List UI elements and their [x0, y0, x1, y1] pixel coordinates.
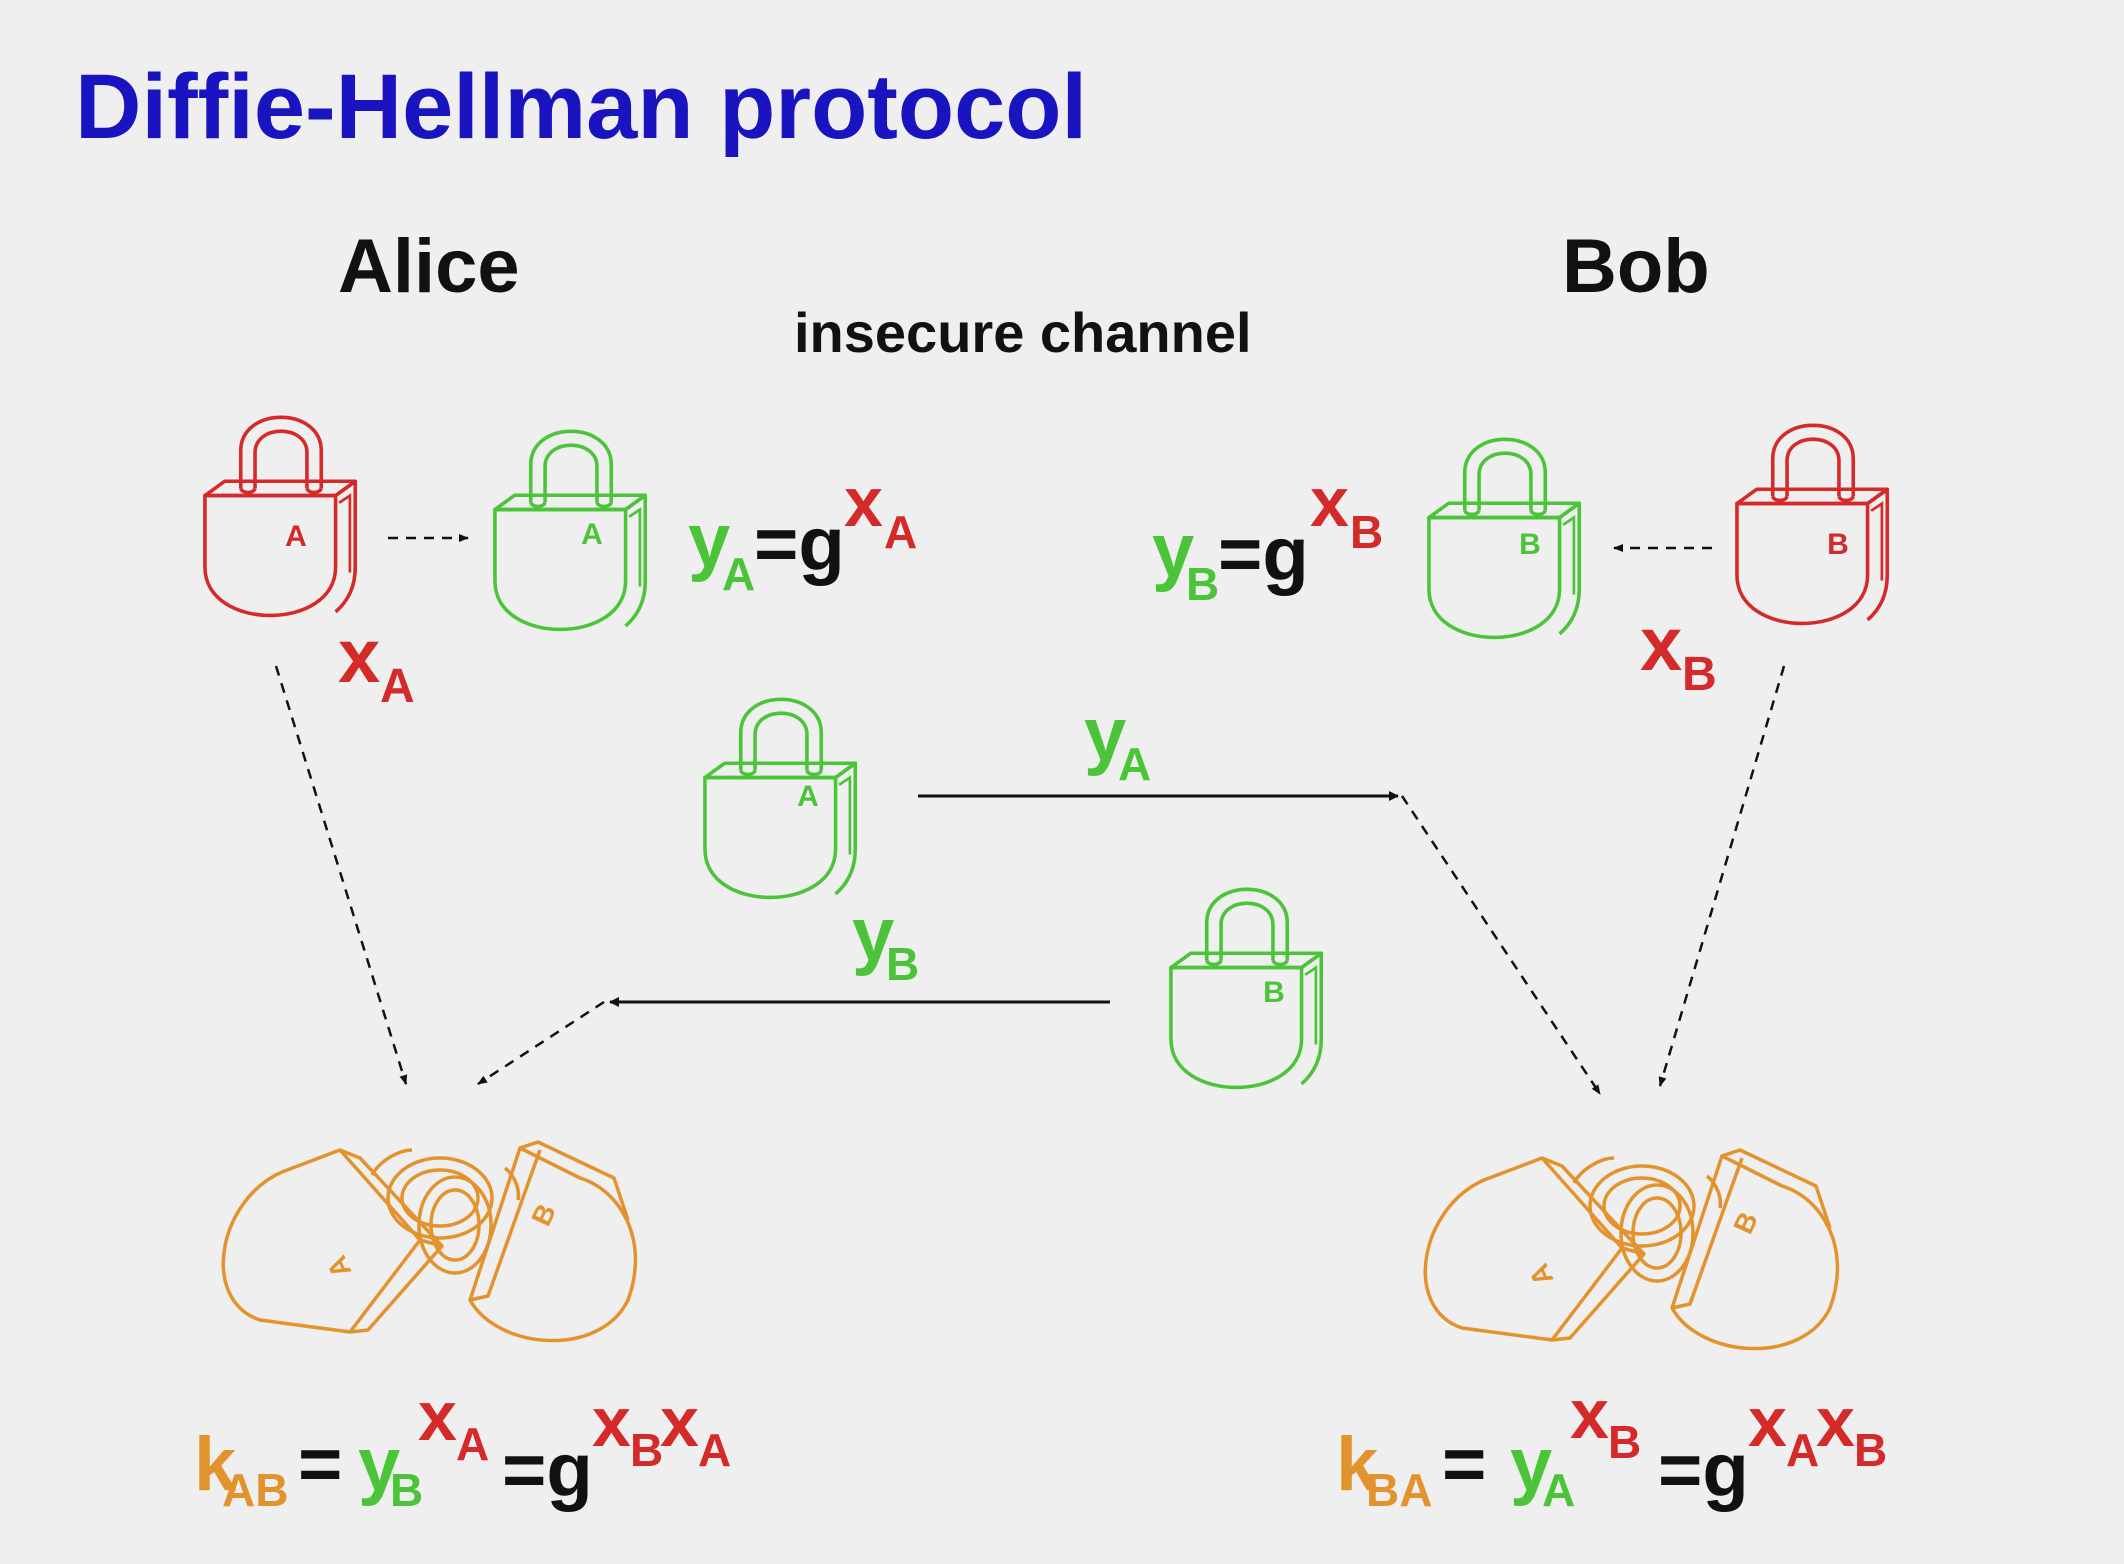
- svg-text:x: x: [1570, 1375, 1609, 1453]
- svg-text:=: =: [1442, 1422, 1486, 1507]
- bob-private-lock-letter: B: [1827, 528, 1849, 561]
- svg-text:=g: =g: [1218, 512, 1309, 597]
- bob-private-lock: B: [1735, 423, 1890, 626]
- bob-received-to-key-arrow: [1400, 795, 1602, 1095]
- svg-text:k: k: [1336, 1422, 1379, 1507]
- svg-text:=g: =g: [754, 502, 845, 587]
- svg-text:A: A: [722, 548, 755, 600]
- svg-text:A: A: [698, 1424, 731, 1476]
- alice-public-lock-letter: A: [581, 518, 603, 551]
- svg-text:A: A: [1542, 1464, 1575, 1516]
- bob-joined-lock-a-letter: A: [1523, 1259, 1560, 1290]
- alice-shared-key-formula: k AB = y B x A =g x B x A: [194, 1377, 731, 1516]
- bob-public-lock: B: [1427, 437, 1582, 640]
- svg-text:A: A: [456, 1418, 489, 1470]
- svg-text:x: x: [1640, 602, 1682, 687]
- alice-private-lock: A: [203, 415, 358, 618]
- svg-text:A: A: [884, 506, 917, 558]
- sent-lock-bob-letter: B: [1263, 976, 1285, 1009]
- alice-private-lock-letter: A: [285, 520, 307, 553]
- alice-joined-lock-a-letter: A: [321, 1251, 358, 1282]
- svg-text:B: B: [1682, 648, 1717, 701]
- bob-public-lock-letter: B: [1519, 528, 1541, 561]
- alice-received-to-key-arrow: [477, 1000, 605, 1086]
- svg-text:x: x: [844, 463, 883, 541]
- alice-label: Alice: [338, 224, 520, 309]
- svg-text:AB: AB: [222, 1464, 288, 1516]
- bob-joined-lock-b-letter: B: [1727, 1207, 1764, 1238]
- svg-text:y: y: [852, 892, 894, 977]
- svg-text:A: A: [1786, 1424, 1819, 1476]
- alice-private-key-label: x A: [338, 614, 415, 713]
- alice-joined-lock-b-letter: B: [525, 1199, 562, 1230]
- svg-text:x: x: [1748, 1383, 1787, 1461]
- page-title: Diffie-Hellman protocol: [75, 56, 1087, 158]
- svg-text:A: A: [1118, 738, 1151, 790]
- bob-public-key-formula: y B =g x B: [1152, 463, 1383, 610]
- svg-text:k: k: [194, 1422, 237, 1507]
- alice-private-to-key-arrow: [274, 665, 408, 1085]
- svg-text:B: B: [1186, 558, 1219, 610]
- svg-text:x: x: [592, 1383, 631, 1461]
- svg-text:x: x: [1816, 1383, 1855, 1461]
- sent-lock-alice-letter: A: [797, 780, 819, 813]
- svg-text:y: y: [1510, 1422, 1552, 1507]
- message-to-bob-label: y A: [1084, 692, 1151, 790]
- sent-lock-bob: B: [1169, 887, 1324, 1090]
- channel-label: insecure channel: [794, 301, 1252, 364]
- svg-text:x: x: [660, 1383, 699, 1461]
- sent-lock-alice: A: [703, 697, 858, 900]
- svg-text:A: A: [380, 660, 415, 713]
- svg-text:=: =: [298, 1422, 342, 1507]
- alice-public-key-formula: y A =g x A: [688, 463, 917, 600]
- svg-text:=g: =g: [1658, 1428, 1749, 1513]
- svg-text:B: B: [1350, 506, 1383, 558]
- svg-text:B: B: [390, 1464, 423, 1516]
- svg-text:y: y: [1084, 692, 1126, 777]
- svg-text:B: B: [886, 938, 919, 990]
- bob-private-key-label: x B: [1640, 602, 1717, 701]
- svg-text:y: y: [688, 498, 730, 583]
- svg-text:BA: BA: [1366, 1464, 1432, 1516]
- svg-text:x: x: [338, 614, 380, 699]
- bob-shared-key-formula: k BA = y A x B =g x A x B: [1336, 1375, 1887, 1516]
- bob-private-to-key-arrow: [1658, 665, 1786, 1087]
- svg-text:B: B: [630, 1424, 663, 1476]
- svg-text:y: y: [1152, 508, 1194, 593]
- alice-joined-locks: [221, 1140, 638, 1343]
- bob-joined-locks: [1423, 1148, 1840, 1351]
- message-to-alice-label: y B: [852, 892, 919, 990]
- svg-text:x: x: [418, 1377, 457, 1455]
- svg-text:B: B: [1854, 1424, 1887, 1476]
- svg-text:y: y: [358, 1422, 400, 1507]
- bob-label: Bob: [1562, 224, 1710, 309]
- svg-text:x: x: [1310, 463, 1349, 541]
- alice-public-lock: A: [493, 429, 648, 632]
- svg-text:=g: =g: [502, 1428, 593, 1513]
- svg-text:B: B: [1608, 1416, 1641, 1468]
